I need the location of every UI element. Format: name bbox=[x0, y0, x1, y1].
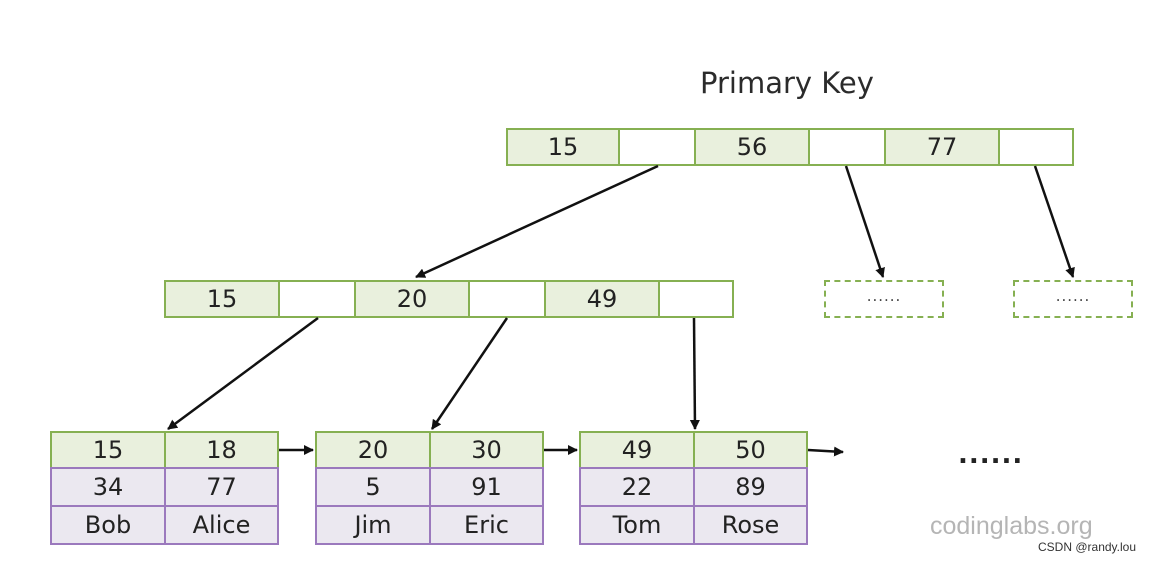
internal-key-cell: 20 bbox=[354, 280, 470, 318]
root-to-placeholder-arrow bbox=[1033, 165, 1075, 278]
leaf-value-cell: 77 bbox=[164, 467, 279, 507]
internal-pointer-cell bbox=[278, 280, 356, 318]
leaf-value-cell: 5 bbox=[315, 467, 431, 507]
leaf-name-cell: Eric bbox=[429, 505, 544, 545]
root-to-internal-arrow bbox=[415, 164, 659, 279]
internal-to-leaf-arrow bbox=[167, 316, 319, 431]
more-leaves-ellipsis: ...... bbox=[958, 440, 1024, 470]
leaf-name-cell: Tom bbox=[579, 505, 695, 545]
leaf-name-cell: Rose bbox=[693, 505, 808, 545]
watermark: codinglabs.org bbox=[930, 512, 1093, 540]
root-key-cell: 56 bbox=[694, 128, 810, 166]
internal-to-leaf-arrow bbox=[689, 317, 700, 430]
root-key-cell: 77 bbox=[884, 128, 1000, 166]
internal-pointer-cell bbox=[658, 280, 734, 318]
placeholder-node: ...... bbox=[824, 280, 944, 318]
internal-to-leaf-arrow bbox=[430, 317, 509, 430]
internal-pointer-cell bbox=[468, 280, 546, 318]
leaf-key-cell: 50 bbox=[693, 431, 808, 469]
placeholder-node: ...... bbox=[1013, 280, 1133, 318]
leaf-link-arrow bbox=[807, 446, 844, 457]
root-to-placeholder-arrow bbox=[844, 165, 885, 278]
root-key-cell: 15 bbox=[506, 128, 620, 166]
leaf-key-cell: 18 bbox=[164, 431, 279, 469]
credit-watermark: CSDN @randy.lou bbox=[1038, 540, 1136, 554]
diagram-title: Primary Key bbox=[700, 66, 874, 100]
leaf-name-cell: Alice bbox=[164, 505, 279, 545]
internal-key-cell: 15 bbox=[164, 280, 280, 318]
root-pointer-cell bbox=[998, 128, 1074, 166]
root-pointer-cell bbox=[808, 128, 886, 166]
leaf-key-cell: 30 bbox=[429, 431, 544, 469]
leaf-value-cell: 91 bbox=[429, 467, 544, 507]
